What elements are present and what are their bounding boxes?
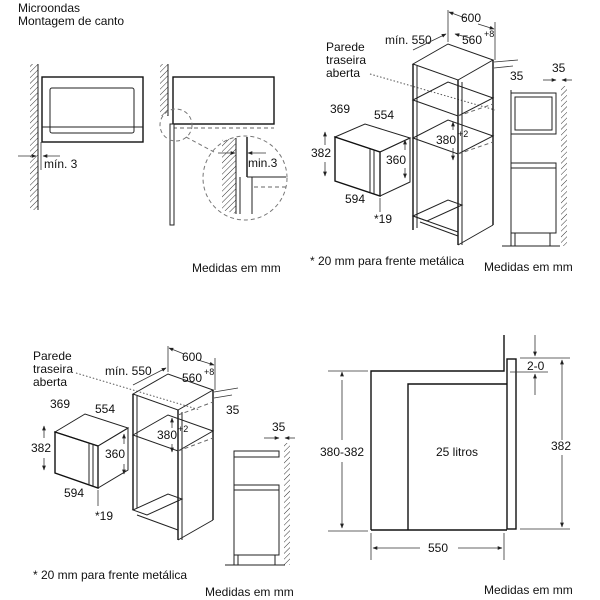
- appliance-width-top-label: 554: [95, 402, 115, 416]
- niche-height-range-label: 380-382: [320, 445, 364, 459]
- appliance-depth-label: 369: [330, 102, 350, 116]
- detail-magnified-circle: [202, 135, 288, 221]
- rear-wall-label-1: Parede: [326, 40, 365, 54]
- microwave-iso: [333, 123, 412, 197]
- cabinet-side-view: [225, 443, 290, 566]
- panel-built-in-cabinet-bottom: Parede traseira aberta 600 mín. 550 560 …: [31, 346, 295, 599]
- panel-built-in-cabinet-top: Parede traseira aberta 600 mín. 550: [310, 10, 573, 274]
- appliance-width-top-label: 554: [374, 108, 394, 122]
- side-offset-label: 35: [552, 61, 566, 75]
- wall-hatch-side: [160, 64, 168, 116]
- niche-height-tolerance: +2: [458, 129, 468, 139]
- niche-width-label: 560: [462, 33, 482, 47]
- wall-hatch: [30, 64, 38, 210]
- cabinet-side-panel: [169, 123, 175, 226]
- appliance-inner-height-label: 360: [386, 153, 406, 167]
- title-line-1: Microondas: [18, 1, 80, 15]
- niche-height-label: 380: [436, 133, 456, 147]
- microwave-body: [41, 76, 144, 143]
- appliance-height-label: 382: [31, 441, 51, 455]
- rear-wall-label-3: aberta: [326, 66, 360, 80]
- side-offset-label: 35: [272, 420, 286, 434]
- rear-wall-label-2: traseira: [326, 53, 366, 67]
- cabinet-side-view: [502, 86, 567, 247]
- niche-width-label: 560: [182, 371, 202, 385]
- microwave-front-panel: [506, 358, 517, 530]
- front-thickness-label: *19: [374, 212, 392, 226]
- rear-wall-label-3: aberta: [33, 375, 67, 389]
- title-line-2: Montagem de canto: [18, 14, 124, 28]
- side-view-microwave: min.3: [159, 64, 288, 226]
- niche-height-tolerance: +2: [178, 424, 188, 434]
- microwave-iso: [53, 413, 130, 489]
- tall-cabinet: [411, 43, 495, 246]
- min-gap-label: mín. 3: [44, 157, 78, 171]
- units-note: Medidas em mm: [484, 583, 573, 597]
- front-thickness-label: *19: [95, 509, 113, 523]
- footnote: * 20 mm para frente metálica: [310, 254, 464, 268]
- units-note: Medidas em mm: [192, 261, 281, 275]
- front-height-label: 382: [551, 439, 571, 453]
- front-view-microwave: mín. 3: [18, 64, 144, 210]
- detail-wall-hatch: [222, 138, 236, 214]
- panel-corner-mounting: Microondas Montagem de canto mín. 3: [18, 1, 288, 275]
- tall-cabinet: [131, 373, 215, 541]
- appliance-front-width-label: 594: [64, 486, 84, 500]
- niche-width-tolerance: +8: [484, 29, 494, 39]
- cabinet-width-label: 600: [461, 11, 481, 25]
- microwave-side-body: [172, 76, 275, 125]
- units-note: Medidas em mm: [205, 585, 294, 599]
- panel-section-view: 380-382 25 litros 2-0 382 550 Medidas em…: [320, 335, 573, 597]
- appliance-height-label: 382: [311, 146, 331, 160]
- cabinet-min-depth-label: mín. 550: [105, 364, 152, 378]
- rear-wall-label-1: Parede: [33, 349, 72, 363]
- units-note: Medidas em mm: [484, 260, 573, 274]
- front-offset-label: 35: [510, 69, 524, 83]
- front-offset-label: 35: [226, 403, 240, 417]
- rear-wall-label-2: traseira: [33, 362, 73, 376]
- detail-min-gap-label: min.3: [248, 156, 278, 170]
- cabinet-width-label: 600: [182, 350, 202, 364]
- depth-label: 550: [428, 541, 448, 555]
- niche-height-label: 380: [157, 428, 177, 442]
- detail-callout-circle: [159, 108, 193, 142]
- footnote: * 20 mm para frente metálica: [33, 568, 187, 582]
- niche-width-tolerance: +8: [204, 367, 214, 377]
- appliance-front-width-label: 594: [345, 192, 365, 206]
- cabinet-min-depth-label: mín. 550: [385, 33, 432, 47]
- appliance-inner-height-label: 360: [105, 447, 125, 461]
- appliance-depth-label: 369: [50, 397, 70, 411]
- capacity-label: 25 litros: [436, 445, 478, 459]
- microwave-door-window: [49, 87, 135, 134]
- front-gap-label: 2-0: [527, 359, 545, 373]
